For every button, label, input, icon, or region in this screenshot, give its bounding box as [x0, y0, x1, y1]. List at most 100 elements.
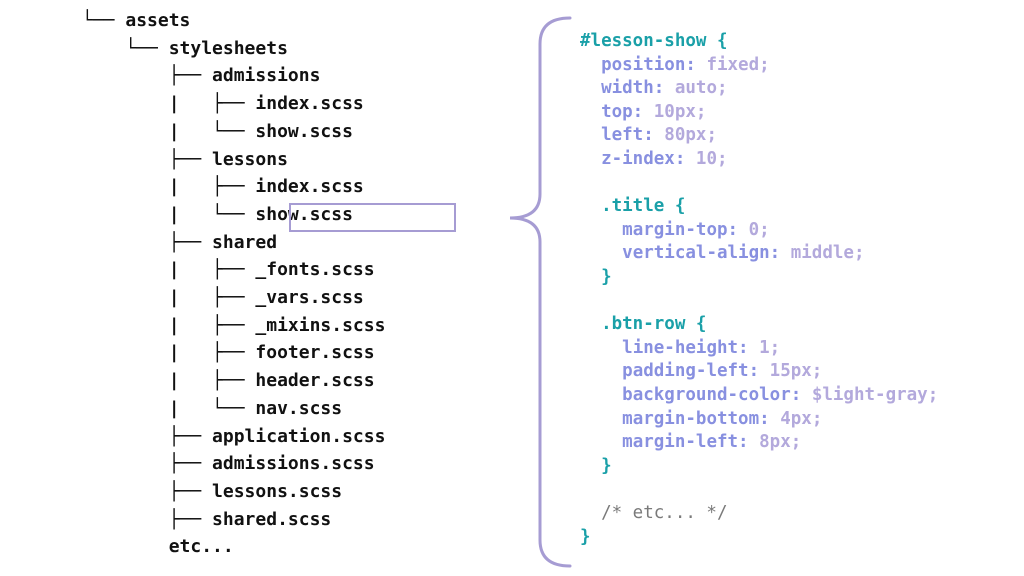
tree-line: | ├── _fonts.scss [82, 257, 375, 283]
code-line: #lesson-show { [580, 29, 728, 53]
tree-line: | └── show.scss [82, 119, 353, 145]
code-property: margin-left: [622, 432, 749, 453]
code-value: fixed; [695, 54, 770, 75]
tree-item: assets [125, 10, 191, 31]
tree-item: etc... [168, 536, 234, 558]
tree-branch: ├── [82, 148, 213, 170]
tree-line: └── stylesheets [82, 36, 288, 62]
code-line: line-height: 1; [580, 336, 780, 360]
code-indent [580, 220, 622, 240]
code-line: } [580, 454, 612, 478]
code-property: vertical-align: [622, 243, 781, 264]
code-property: margin-top: [622, 219, 739, 240]
tree-branch: ├── [82, 508, 213, 530]
tree-item: lessons.scss [212, 480, 343, 502]
tree-item: nav.scss [255, 397, 343, 419]
tree-line: | ├── _mixins.scss [82, 313, 386, 339]
code-line: .btn-row { [580, 312, 706, 336]
code-selector: .title { [601, 196, 686, 217]
tree-item: index.scss [255, 176, 364, 198]
code-value: $light-gray; [801, 385, 939, 405]
tree-branch: | ├── [82, 342, 256, 364]
tree-item: shared.scss [212, 508, 332, 530]
tree-item: lessons [212, 148, 288, 170]
tree-item: _fonts.scss [255, 259, 375, 281]
tree-branch: ├── [82, 231, 213, 253]
code-value: 10; [685, 149, 728, 169]
tree-item: _vars.scss [255, 287, 364, 308]
code-indent [580, 385, 622, 405]
tree-line: └── assets [82, 8, 190, 34]
code-comment: /* etc... */ [601, 503, 728, 523]
tree-item: stylesheets [168, 37, 288, 59]
code-value: 8px; [748, 432, 802, 453]
code-line: top: 10px; [580, 100, 706, 124]
code-selector: } [601, 455, 612, 476]
code-line: } [580, 525, 591, 549]
code-property: width: [601, 78, 665, 99]
tree-branch: └── [82, 37, 169, 59]
tree-item: _mixins.scss [255, 314, 386, 336]
code-value: 80px; [653, 125, 717, 146]
tree-item: footer.scss [255, 342, 375, 364]
code-value: 1; [748, 337, 781, 358]
code-selector: } [601, 267, 612, 287]
code-indent [580, 149, 601, 169]
code-line: background-color: $light-gray; [580, 383, 938, 407]
tree-item: show.scss [255, 120, 353, 142]
tree-branch: └── [82, 10, 126, 31]
tree-branch: ├── [82, 425, 213, 447]
tree-line: | ├── _vars.scss [82, 285, 364, 311]
code-indent [580, 503, 601, 523]
tree-branch: | ├── [82, 176, 256, 198]
code-property: background-color: [622, 385, 802, 405]
code-selector: } [580, 526, 591, 547]
code-value: 0; [738, 219, 770, 240]
code-indent [580, 267, 601, 287]
code-indent [580, 409, 622, 429]
tree-line: ├── lessons [82, 147, 288, 173]
tree-item: admissions [212, 65, 321, 87]
code-indent [580, 432, 622, 452]
tree-item-highlighted: show.scss [255, 203, 353, 225]
tree-line: | ├── index.scss [82, 91, 364, 117]
code-block: #lesson-show { position: fixed; width: a… [580, 0, 1020, 576]
code-indent [580, 361, 622, 381]
tree-line: ├── shared [82, 230, 277, 256]
tree-line: | └── nav.scss [82, 396, 342, 422]
code-line: padding-left: 15px; [580, 359, 822, 383]
tree-branch: | └── [82, 397, 256, 419]
code-indent [580, 55, 601, 75]
tree-branch: | ├── [82, 287, 256, 308]
code-indent [580, 456, 601, 476]
code-property: position: [601, 54, 696, 75]
code-line: .title { [580, 194, 685, 218]
code-line: left: 80px; [580, 123, 717, 147]
tree-branch: | ├── [82, 93, 256, 115]
code-value: 4px; [769, 408, 823, 429]
tree-item: index.scss [255, 93, 364, 115]
code-value: 10px; [643, 101, 707, 122]
code-indent [580, 125, 601, 145]
tree-branch: ├── [82, 480, 213, 502]
code-indent [580, 243, 622, 263]
tree-line: ├── shared.scss [82, 507, 332, 533]
code-property: margin-bottom: [622, 408, 770, 429]
tree-branch: | ├── [82, 314, 256, 336]
code-property: line-height: [622, 337, 749, 358]
code-indent [580, 338, 622, 358]
code-property: padding-left: [622, 361, 760, 382]
tree-item: admissions.scss [212, 453, 375, 475]
tree-branch: | └── [82, 203, 256, 225]
tree-line: ├── application.scss [82, 424, 386, 450]
code-line: width: auto; [580, 76, 727, 100]
tree-line: | ├── footer.scss [82, 340, 375, 366]
tree-branch: | ├── [82, 370, 256, 392]
tree-item: shared [212, 231, 278, 253]
code-line: margin-left: 8px; [580, 430, 801, 454]
tree-line: | ├── header.scss [82, 368, 375, 394]
code-property: z-index: [601, 149, 686, 169]
file-tree: └── assets └── stylesheets ├── admission… [82, 8, 386, 558]
code-line: margin-top: 0; [580, 218, 770, 242]
code-indent [580, 78, 601, 98]
